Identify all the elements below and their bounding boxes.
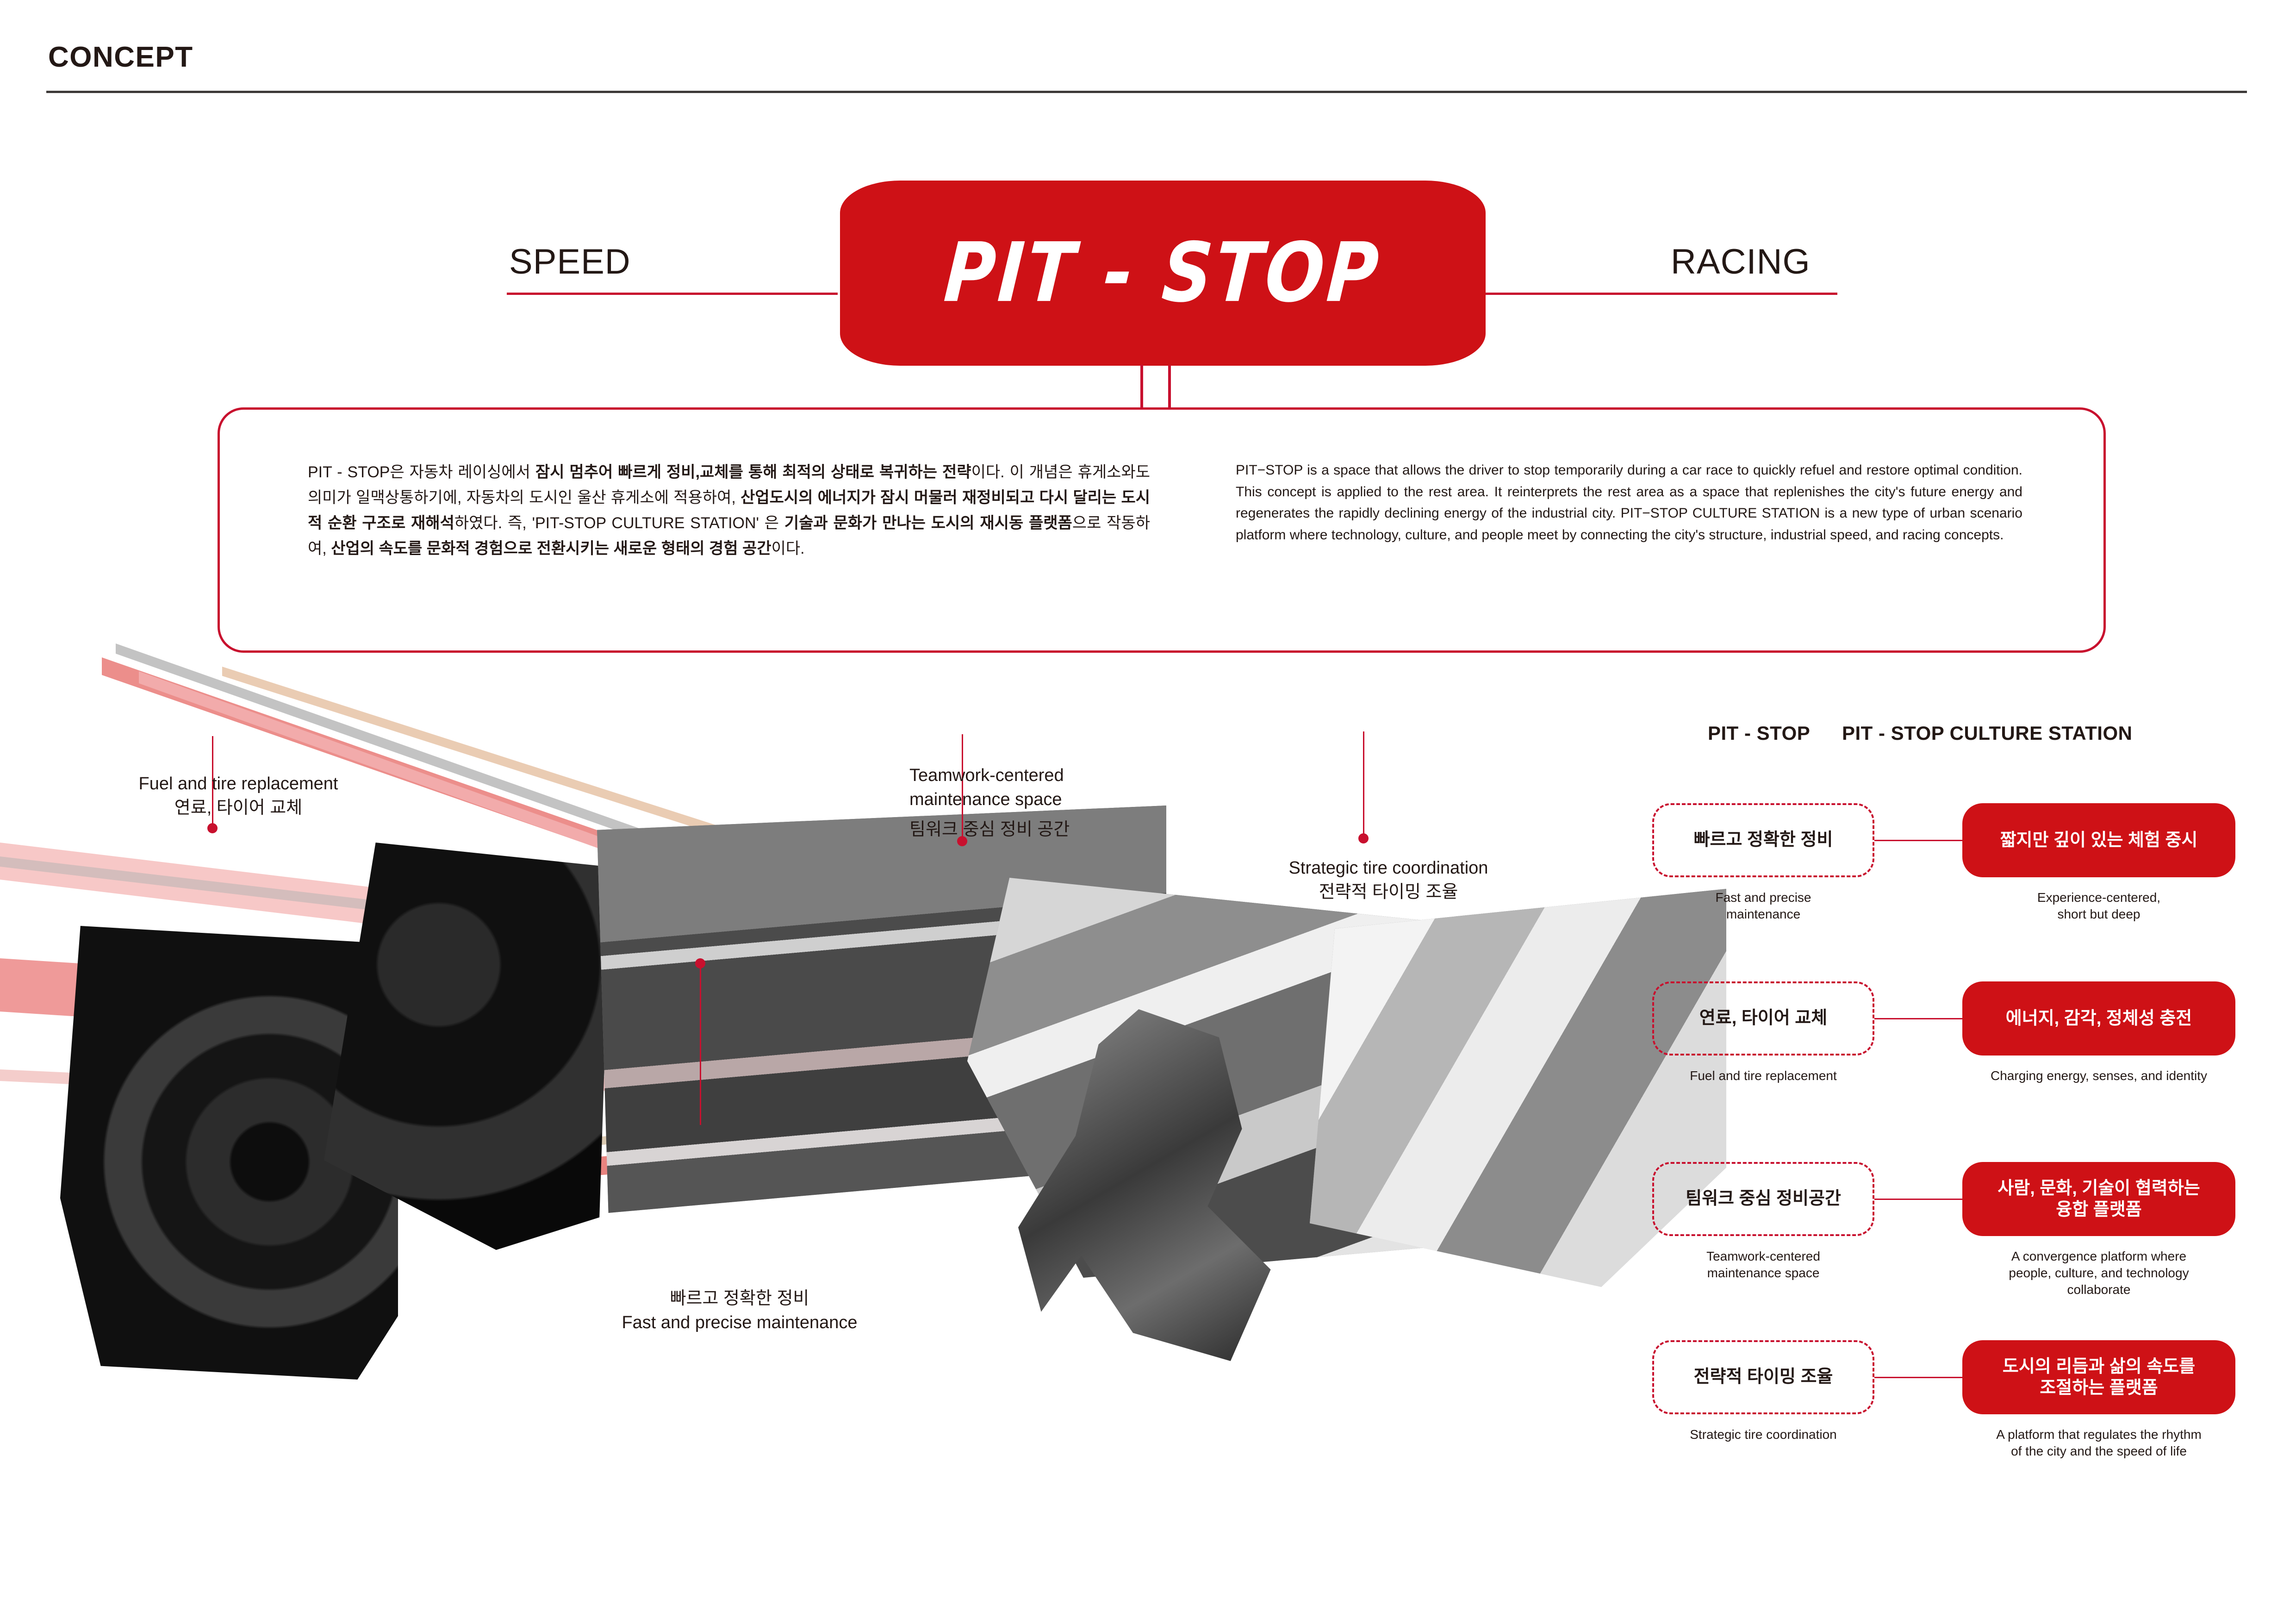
comparison-left-caption: Fuel and tire replacement: [1690, 1068, 1837, 1083]
leader-dot-strategic: [1358, 833, 1369, 843]
concept-textbox: PIT - STOP은 자동차 레이싱에서 잠시 멈추어 빠르게 정비,교체를 …: [218, 407, 2106, 653]
annotation-fast: 빠르고 정확한 정비 Fast and precise maintenance: [573, 1287, 906, 1335]
comparison-left-caption: Strategic tire coordination: [1690, 1427, 1837, 1442]
comparison-connector: [1874, 840, 1962, 841]
comparison-right-pill[interactable]: 에너지, 감각, 정체성 충전: [1962, 981, 2235, 1056]
leader-dot-teamwork: [957, 836, 967, 846]
comparison-left-pill[interactable]: 연료, 타이어 교체: [1652, 981, 1874, 1056]
annotation-teamwork-en-line2: maintenance space: [909, 789, 1062, 809]
annotation-teamwork-kr: 팀워크 중심 정비 공간: [909, 820, 1070, 840]
concept-paragraph-english: PIT−STOP is a space that allows the driv…: [1236, 462, 2022, 543]
logo-connector-line-a: [1140, 365, 1143, 408]
annotation-fast-en: Fast and precise maintenance: [622, 1312, 858, 1332]
pit-stop-logo-text: PIT - STOP: [941, 225, 1384, 321]
comparison-connector: [1874, 1377, 1962, 1378]
photo-collage: [0, 639, 1726, 1435]
comparison-connector: [1874, 1199, 1962, 1200]
leader-dot-fast: [695, 958, 705, 968]
comparison-left-pill[interactable]: 빠르고 정확한 정비: [1652, 803, 1874, 877]
logo-connector-line-b: [1168, 365, 1171, 408]
annotation-strategic-en: Strategic tire coordination: [1288, 858, 1488, 878]
concept-paragraph-korean: PIT - STOP은 자동차 레이싱에서 잠시 멈추어 빠르게 정비,교체를 …: [308, 463, 1151, 558]
annotation-teamwork-en-line1: Teamwork-centered: [909, 766, 1064, 785]
pit-stop-logo: PIT - STOP: [840, 181, 1486, 366]
comparison-heading-culture-station: PIT - STOP CULTURE STATION: [1842, 722, 2133, 744]
annotation-fast-kr: 빠르고 정확한 정비: [670, 1289, 809, 1308]
annotation-fuel: Fuel and tire replacement 연료, 타이어 교체: [109, 772, 368, 820]
annotation-fuel-en: Fuel and tire replacement: [138, 774, 338, 793]
annotation-fuel-kr: 연료, 타이어 교체: [174, 798, 303, 818]
annotation-teamwork: Teamwork-centered maintenance space 팀워크 …: [909, 764, 1150, 842]
annotation-strategic: Strategic tire coordination 전략적 타이밍 조율: [1245, 856, 1532, 904]
hero-rule-left: [507, 293, 838, 295]
hero-rule-right: [1486, 293, 1837, 295]
comparison-right-caption: Charging energy, senses, and identity: [1991, 1068, 2207, 1083]
hero-word-speed: SPEED: [509, 242, 631, 281]
page-title: CONCEPT: [48, 41, 193, 73]
leader-dot-fuel: [207, 823, 218, 833]
comparison-diagram: PIT - STOP PIT - STOP CULTURE STATION 빠르…: [1648, 722, 2296, 1518]
header-divider: [46, 91, 2247, 93]
leader-line-teamwork: [962, 734, 963, 841]
comparison-right-caption: Experience-centered,short but deep: [2037, 890, 2161, 921]
comparison-left-pill[interactable]: 팀워크 중심 정비공간: [1652, 1162, 1874, 1236]
annotation-strategic-kr: 전략적 타이밍 조율: [1319, 882, 1458, 902]
comparison-right-pill[interactable]: 짧지만 깊이 있는 체험 중시: [1962, 803, 2235, 877]
comparison-left-pill[interactable]: 전략적 타이밍 조율: [1652, 1340, 1874, 1414]
leader-line-strategic: [1363, 731, 1364, 838]
comparison-connector: [1874, 1018, 1962, 1019]
hero-word-racing: RACING: [1671, 242, 1811, 281]
leader-line-fuel: [212, 736, 213, 829]
leader-line-fast: [700, 963, 701, 1125]
collage-photo-mechanic: [324, 843, 611, 1250]
comparison-heading-pit-stop: PIT - STOP: [1708, 722, 1811, 744]
